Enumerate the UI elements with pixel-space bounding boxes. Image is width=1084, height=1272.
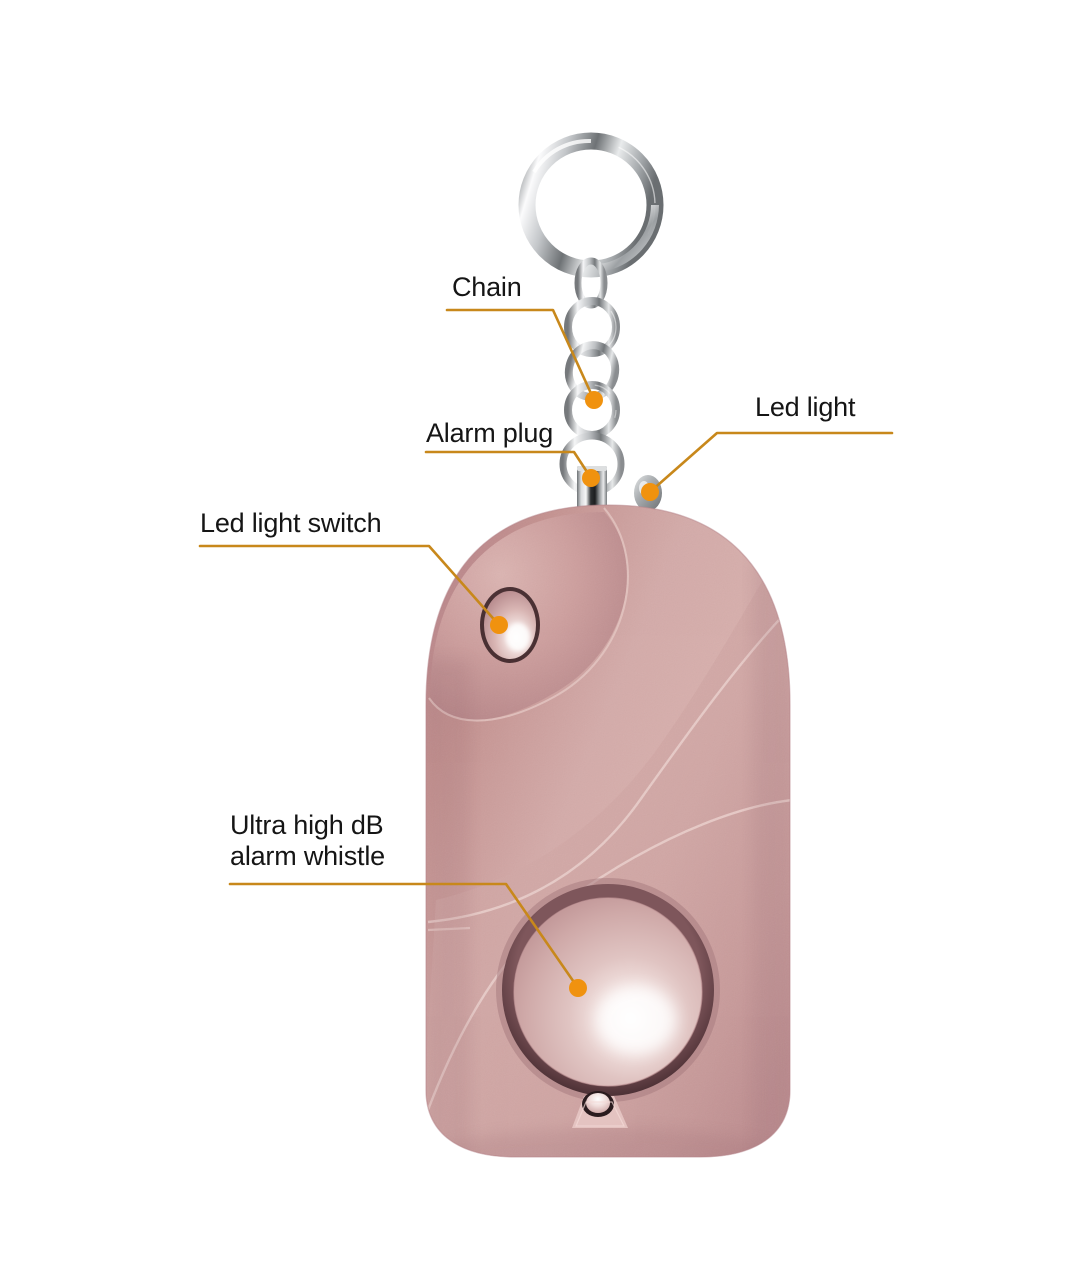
leader-line-led-light-switch — [198, 544, 501, 627]
led-light-switch-button[interactable] — [480, 587, 540, 663]
leader-line-alarm-plug — [424, 450, 593, 480]
callout-label-led-light-switch: Led light switch — [200, 508, 382, 538]
leader-dot-led-light-switch — [490, 616, 508, 634]
callout-leader-lines — [198, 308, 894, 997]
callout-label-alarm-whistle: Ultra high dB alarm whistle — [230, 810, 385, 871]
keyring-split-ring — [518, 132, 664, 278]
leader-line-led-light — [648, 431, 894, 494]
leader-dot-chain — [585, 391, 603, 409]
leader-line-chain — [445, 308, 596, 402]
callout-label-chain: Chain — [452, 272, 522, 302]
chain-links — [559, 257, 625, 496]
callout-label-led-light: Led light — [755, 392, 856, 422]
callout-label-alarm-plug: Alarm plug — [426, 418, 554, 448]
leader-dot-alarm-plug — [582, 469, 600, 487]
alarm-whistle-dome[interactable] — [496, 878, 720, 1102]
leader-dot-led-light — [641, 483, 659, 501]
bottom-led-lens — [572, 1091, 628, 1128]
leader-line-ultra-high-db-alarm-whistle — [228, 882, 580, 990]
leader-dot-ultra-high-db-alarm-whistle — [569, 979, 587, 997]
